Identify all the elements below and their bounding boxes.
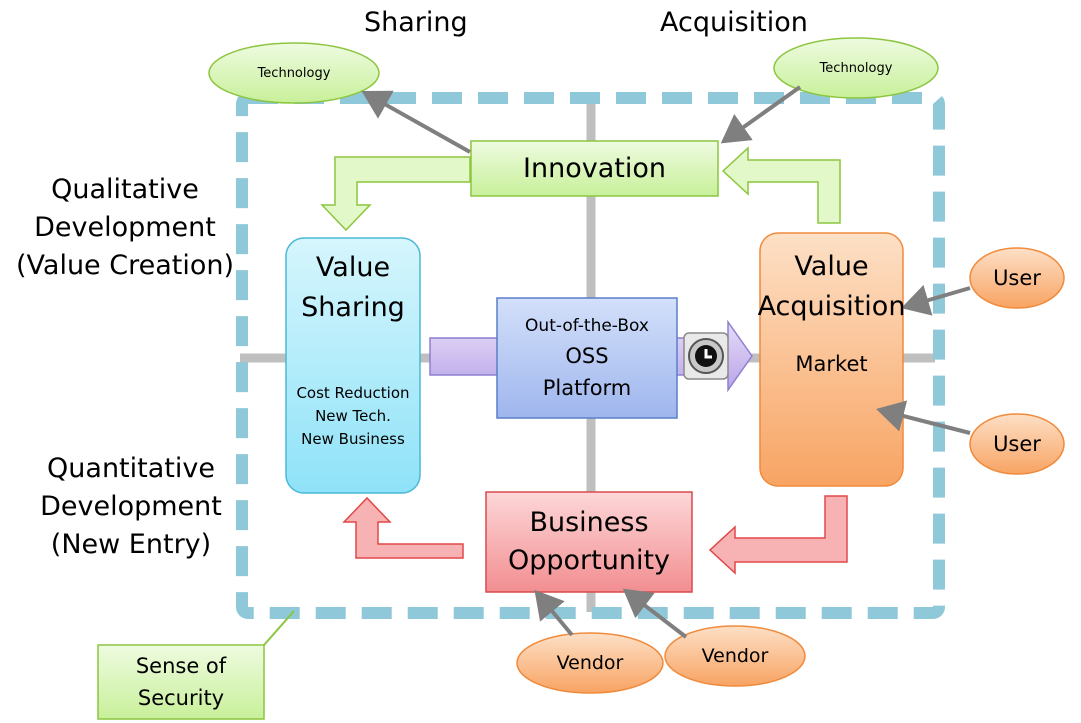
green-arrow-left (320, 156, 471, 232)
arrow-tech-right-to-innovation (720, 85, 802, 144)
red-arrow-right (708, 495, 848, 575)
value-sharing-item-1: Cost Reduction (296, 384, 410, 402)
business-opportunity-line-2: Opportunity (507, 545, 671, 576)
arrow-user-bottom (876, 400, 971, 435)
business-opportunity-node: Business Opportunity (486, 492, 692, 592)
innovation-node: Innovation (471, 141, 718, 196)
value-sharing-item-2: New Tech. (315, 407, 391, 425)
value-sharing-node: Value Sharing Cost Reduction New Tech. N… (286, 238, 420, 493)
axis-label-qualitative: Qualitative Development (Value Creation) (0, 171, 250, 285)
qualitative-line1: Qualitative (51, 174, 199, 205)
platform-line-2: OSS (565, 344, 609, 368)
value-acquisition-shape (759, 232, 904, 487)
user-bottom-label: User (993, 432, 1041, 456)
quantitative-line1: Quantitative (47, 453, 215, 484)
user-top-label: User (993, 266, 1041, 290)
dashed-boundary (236, 92, 945, 619)
value-sharing-item-3: New Business (301, 430, 405, 448)
axis-label-quantitative: Quantitative Development (New Entry) (0, 450, 262, 564)
callout-line-1: Sense of (135, 654, 227, 678)
user-top-ellipse (969, 247, 1065, 309)
platform-line-1: Out-of-the-Box (525, 316, 649, 336)
tech-left-ellipse (208, 42, 380, 104)
value-acquisition-title-1: Value (794, 251, 869, 282)
value-acquisition-node: Value Acquisition Market (757, 233, 906, 486)
callout-pointer (263, 610, 295, 646)
tech-right-label: Technology (819, 60, 893, 76)
value-acquisition-title-2: Acquisition (757, 291, 906, 322)
vendor-right-ellipse (664, 625, 806, 687)
callout-shape (97, 644, 265, 720)
platform-node: Out-of-the-Box OSS Platform (497, 298, 677, 418)
value-sharing-title-1: Value (315, 252, 391, 283)
quantitative-line2: Development (40, 491, 222, 522)
quantitative-line3: (New Entry) (50, 529, 212, 560)
qualitative-line2: Development (34, 212, 216, 243)
vendor-left-label: Vendor (556, 652, 624, 674)
arrow-vendor-right (622, 588, 688, 639)
user-bottom-ellipse (969, 413, 1065, 475)
business-opportunity-shape (485, 491, 693, 593)
callout-line-2: Security (137, 686, 225, 710)
red-arrow-left (342, 496, 464, 559)
clock-icon (683, 332, 729, 380)
business-opportunity-line-1: Business (529, 507, 649, 538)
vendor-left-ellipse (516, 632, 664, 694)
axis-label-sharing: Sharing (364, 7, 468, 38)
innovation-shape (470, 140, 719, 197)
arrow-innovation-to-tech-left (361, 90, 471, 154)
green-arrow-right (721, 146, 841, 224)
tech-right-ellipse (773, 37, 939, 99)
arrow-vendor-left (534, 589, 574, 637)
value-sharing-title-2: Sharing (301, 292, 405, 323)
value-acquisition-market: Market (795, 352, 868, 376)
innovation-label: Innovation (523, 153, 666, 184)
vendor-right-label: Vendor (701, 645, 769, 667)
sense-of-security-callout: Sense of Security (98, 645, 264, 719)
qualitative-line3: (Value Creation) (15, 250, 235, 281)
platform-line-3: Platform (542, 376, 632, 400)
platform-shape (496, 297, 678, 419)
arrow-user-top (901, 284, 971, 316)
axis-label-acquisition: Acquisition (660, 7, 808, 38)
tech-left-label: Technology (257, 65, 331, 81)
value-sharing-shape (285, 237, 421, 494)
